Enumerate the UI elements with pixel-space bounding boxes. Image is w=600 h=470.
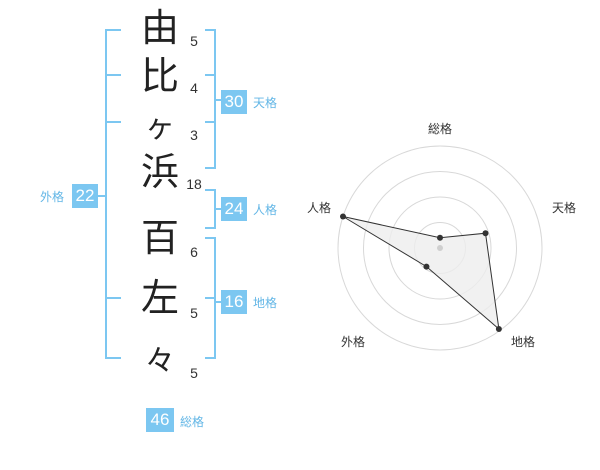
radar-ring-4 [337, 145, 543, 351]
name-char-2: 比 [140, 54, 179, 98]
stroke-count-6: 5 [190, 305, 198, 321]
gaikaku-label: 外格 [40, 190, 65, 204]
radar-points [339, 213, 502, 333]
radar-ring-2 [388, 196, 492, 300]
radar-point-5 [339, 213, 346, 220]
radar-axis-label-soukaku: 総格 [428, 122, 453, 136]
radar-center [437, 245, 443, 251]
tenkaku-label: 天格 [253, 96, 278, 110]
radar-point-3 [495, 326, 502, 333]
name-char-6: 左 [140, 276, 179, 320]
stroke-count-1: 5 [190, 33, 198, 49]
tenkaku-value: 30 [221, 90, 247, 114]
stroke-count-2: 4 [190, 80, 198, 96]
radar-axis-label-jinkaku: 人格 [307, 201, 332, 215]
stroke-count-5: 6 [190, 244, 198, 260]
radar-point-2 [482, 230, 489, 237]
jinkaku-value: 24 [221, 197, 247, 221]
jinkaku-label: 人格 [253, 203, 278, 217]
soukaku-value: 46 [146, 408, 174, 432]
name-char-7: 々 [145, 344, 175, 379]
gaikaku-value: 22 [72, 184, 98, 208]
radar-point-1 [437, 234, 443, 241]
radar-axis-label-gaikaku: 外格 [341, 335, 366, 349]
chikaku-value: 16 [221, 290, 247, 314]
radar-axis-label-chikaku: 地格 [511, 335, 536, 349]
radar-ring-3 [363, 171, 517, 325]
name-char-5: 百 [140, 216, 179, 260]
stroke-count-4: 18 [186, 176, 202, 192]
name-char-3: ヶ [145, 110, 175, 145]
radar-axis-label-tenkaku: 天格 [552, 201, 577, 215]
stroke-count-7: 5 [190, 365, 198, 381]
radar-point-4 [423, 263, 430, 270]
stroke-count-3: 3 [190, 127, 198, 143]
radar-grid [337, 145, 543, 351]
chikaku-label: 地格 [253, 296, 278, 310]
soukaku-label: 総格 [180, 415, 205, 429]
name-char-1: 由 [140, 6, 179, 50]
radar-polygon [342, 216, 500, 331]
name-char-4: 浜 [140, 150, 179, 194]
